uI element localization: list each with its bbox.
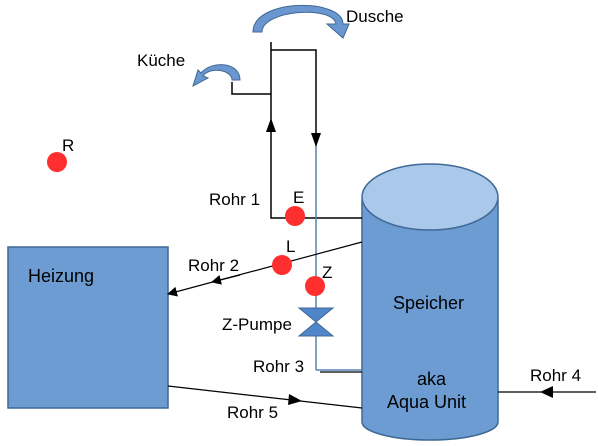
rohr4-label: Rohr 4 [530,366,581,385]
rohr1-up-arrow [266,118,276,132]
kueche-label: Küche [137,51,185,70]
rohr5-pipe [167,385,363,409]
sensor-l [272,255,292,275]
aka-label: aka [417,369,447,389]
rohr2-arrow-mid [211,274,241,285]
rohr3-label: Rohr 3 [253,357,304,376]
aqua-unit-label: Aqua Unit [387,392,466,412]
rohr1-label: Rohr 1 [209,190,260,209]
rohr4-arrow [540,386,553,398]
kueche-curved-arrow-icon [192,64,241,88]
sensor-e-label: E [293,188,304,207]
heizung-box [7,246,169,409]
speicher-tank [361,163,499,441]
circulation-down-arrow [311,133,321,147]
dusche-curved-arrow-icon [252,4,350,39]
rohr1-pipe [231,42,362,219]
z-pumpe-label: Z-Pumpe [222,315,292,334]
sensor-z-label: Z [322,263,332,282]
rohr2-pipe [167,241,363,297]
rohr5-arrow [288,394,302,405]
speicher-label: Speicher [393,293,464,313]
valve-icon [297,307,335,337]
sensor-e [285,206,305,226]
sensor-z [305,276,325,296]
sensor-r [47,152,67,172]
sensor-r-label: R [62,136,74,155]
sensor-l-label: L [286,237,295,256]
dusche-label: Dusche [346,7,404,26]
rohr2-label: Rohr 2 [188,256,239,275]
heizung-label: Heizung [28,266,94,286]
rohr5-label: Rohr 5 [227,403,278,422]
